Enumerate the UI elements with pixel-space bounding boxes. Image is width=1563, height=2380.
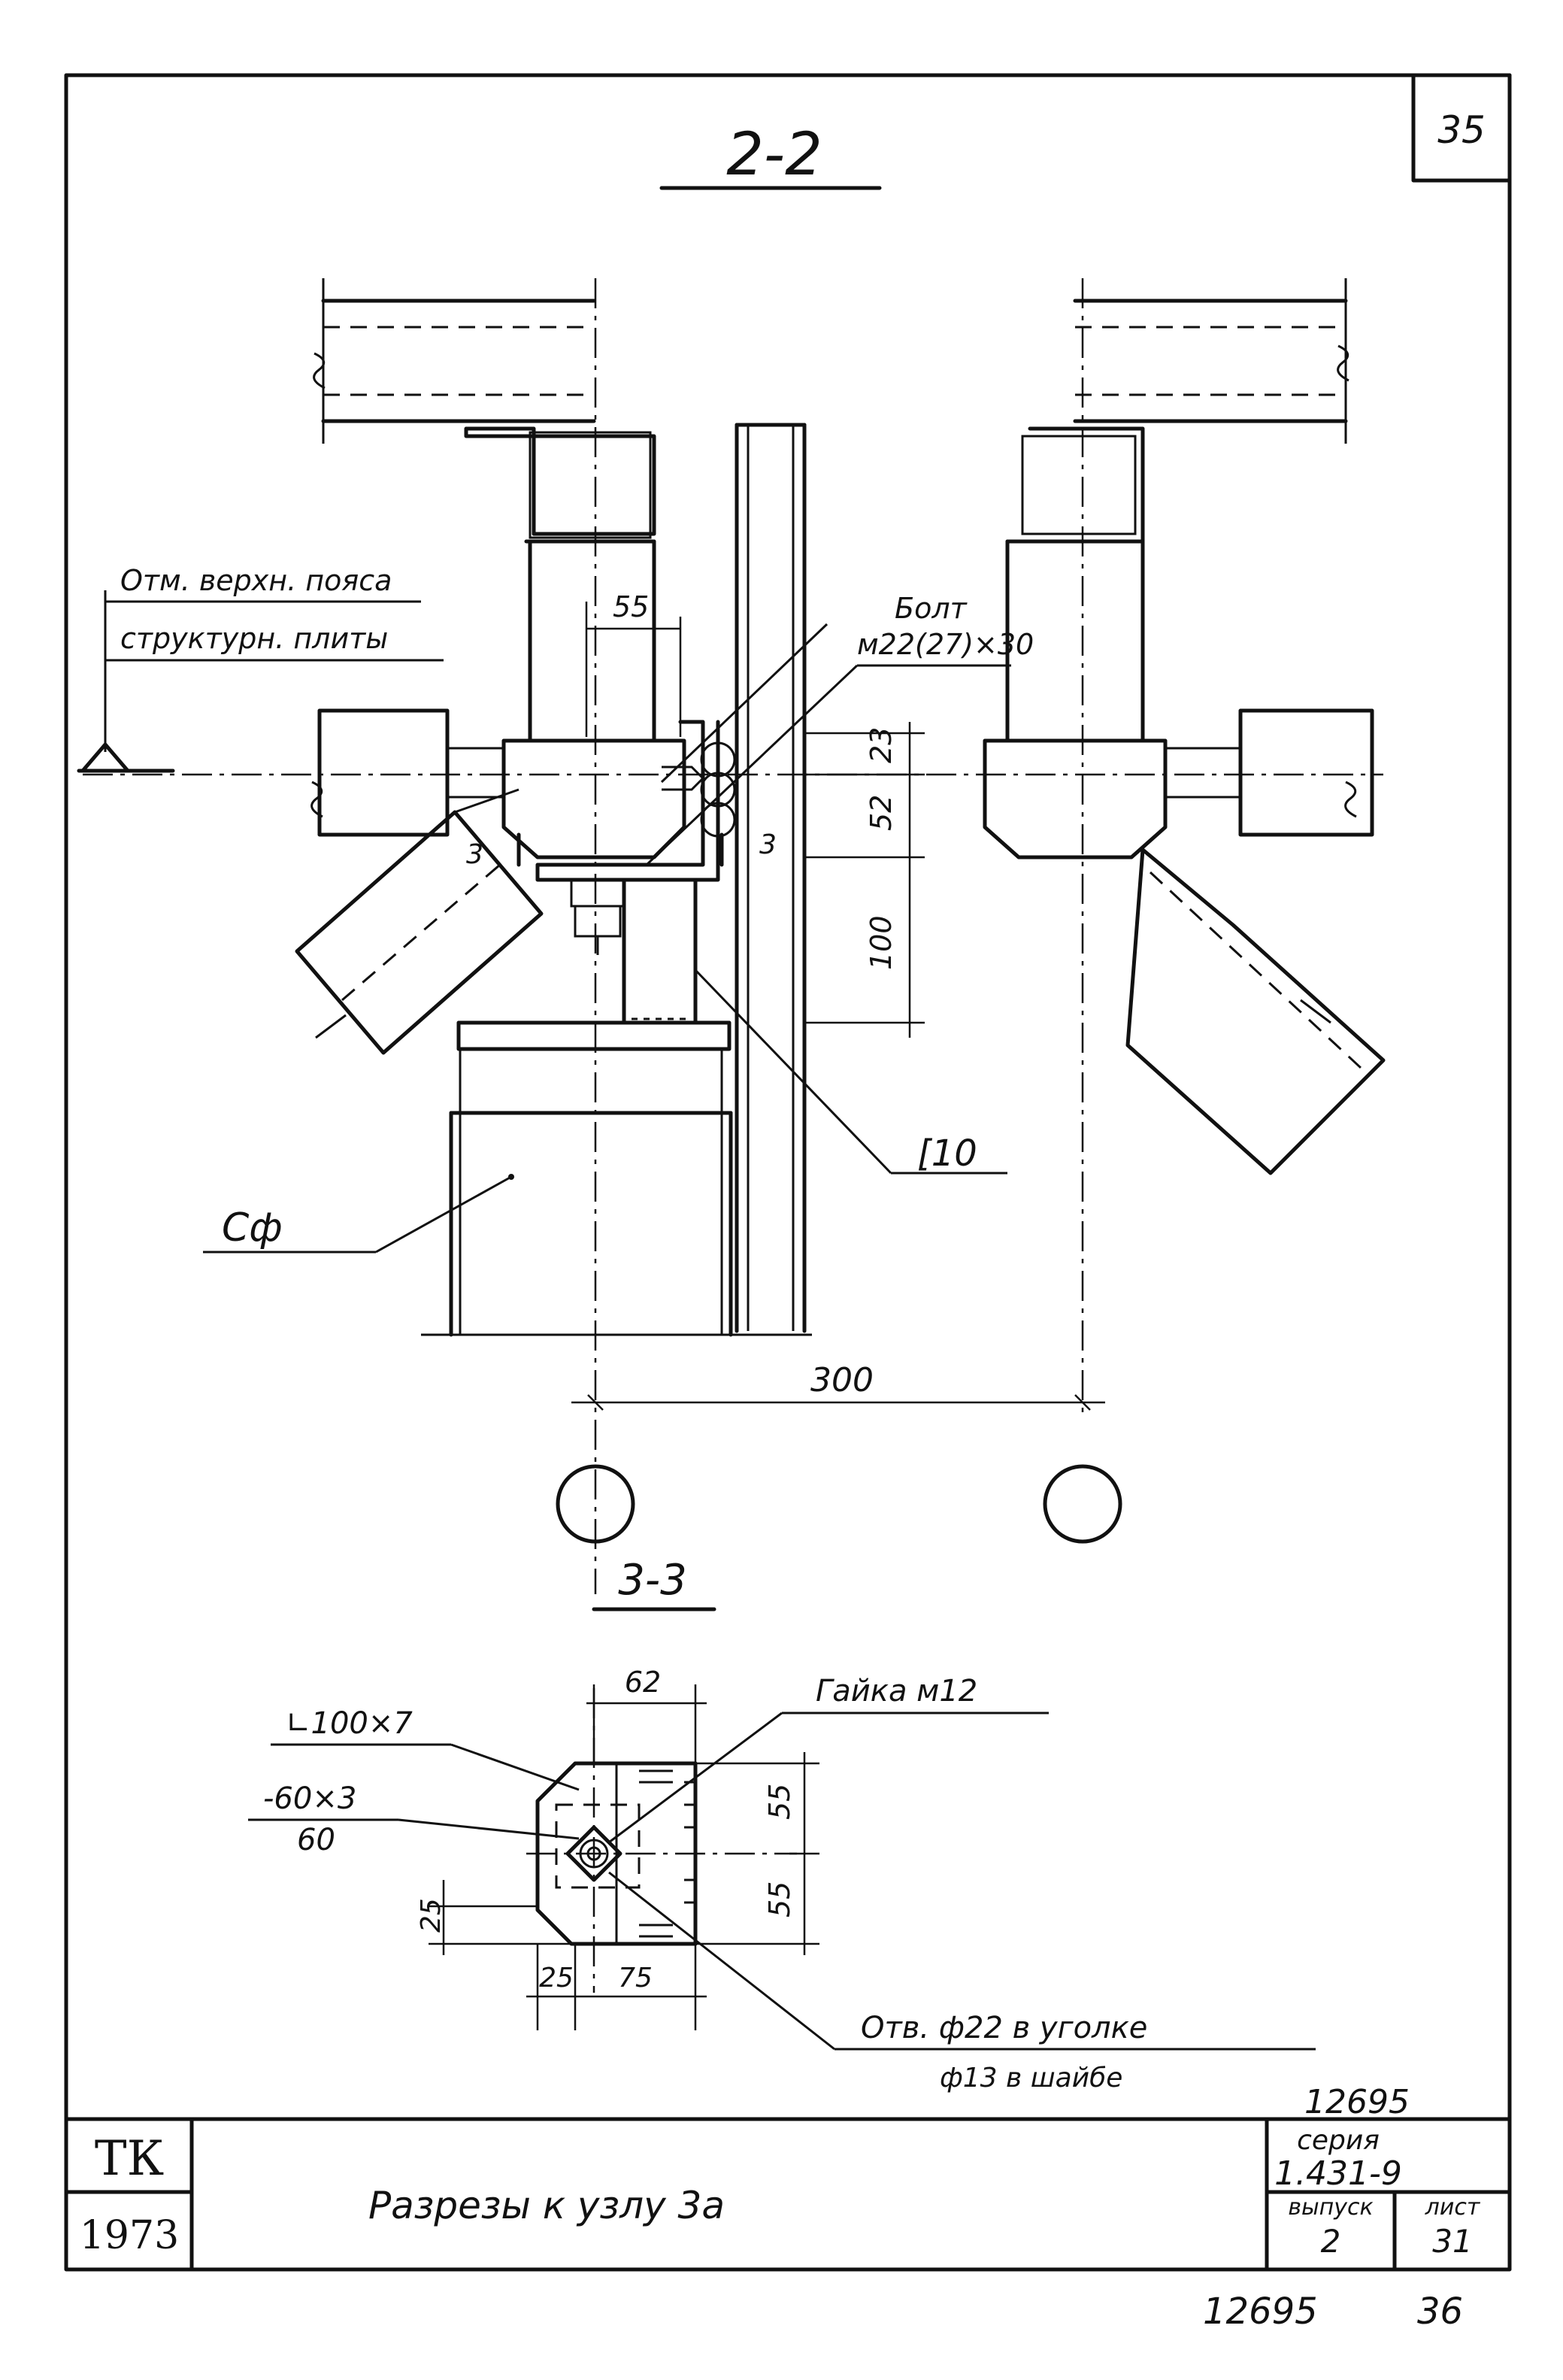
- dimension-62-label: 62: [625, 1666, 661, 1699]
- angle-label: ∟100×7: [286, 1706, 413, 1741]
- column-label: Сф: [222, 1205, 283, 1251]
- level-note: Отм. верхн. пояса структурн. плиты: [77, 564, 444, 773]
- dimension-25v-label: 25: [416, 1898, 447, 1933]
- section-mark-left: 3: [466, 832, 521, 870]
- corner-number: 35: [1437, 108, 1486, 152]
- plate-callout: -60×3 60: [248, 1781, 580, 1857]
- channel-label: [10: [917, 1132, 977, 1175]
- dimension-55-55: 55 55: [695, 1752, 819, 1955]
- issue-label: выпуск: [1288, 2194, 1373, 2221]
- dimension-chain-vertical: 23 52 100: [804, 722, 925, 1038]
- dimension-25-75: 25 75: [526, 1944, 707, 2030]
- right-channel-support: [1005, 426, 1145, 743]
- dimension-23-label: 23: [865, 727, 898, 763]
- dimension-300-label: 300: [810, 1361, 874, 1399]
- dimension-55b-label: 55: [763, 1881, 796, 1918]
- plate-label-2: 60: [297, 1823, 335, 1857]
- dimension-100-label: 100: [865, 915, 898, 970]
- series-label: серия: [1297, 2125, 1380, 2156]
- dimension-52-label: 52: [865, 795, 898, 831]
- section-mark-right: 3: [719, 829, 777, 867]
- connection-angle: [535, 720, 720, 955]
- channel-callout: [10: [694, 969, 1007, 1175]
- corner-number-box: 35: [1411, 73, 1512, 183]
- channel-c10: [622, 878, 698, 1025]
- bolt-callout: Болт м22(27)×30: [645, 592, 1034, 866]
- nut-label: Гайка м12: [816, 1674, 977, 1708]
- lower-column: [421, 1020, 812, 1337]
- section-2-2-title: 2-2: [726, 121, 822, 189]
- dimension-55: 55: [585, 590, 682, 737]
- nut-callout: Гайка м12: [608, 1674, 1049, 1844]
- drawing-title: Разрезы к узлу 3а: [368, 2184, 725, 2227]
- sheet-label: лист: [1425, 2194, 1481, 2221]
- left-channel-support: [464, 426, 656, 743]
- section-3-3-plate: [526, 1688, 797, 1993]
- right-upper-beam: [1073, 278, 1349, 444]
- dimension-75-label: 75: [618, 1963, 653, 1993]
- hole-label-line2: ф13 в шайбе: [940, 2063, 1122, 2093]
- org-code: ТК: [95, 2131, 164, 2187]
- year: 1973: [80, 2213, 179, 2258]
- hole-callout: Отв. ф22 в уголке ф13 в шайбе: [608, 1871, 1316, 2093]
- dimension-62: 62: [586, 1666, 707, 1763]
- stamp-number: 12695: [1304, 2083, 1410, 2121]
- issue-value: 2: [1321, 2223, 1341, 2260]
- axis-bubble-left: [556, 1464, 635, 1544]
- hole-label-line1: Отв. ф22 в уголке: [861, 2011, 1147, 2045]
- right-node-block: [983, 738, 1168, 860]
- dimension-55-label: 55: [613, 590, 649, 623]
- dimension-25-vertical: 25: [416, 1880, 571, 1955]
- section-mark-right-label: 3: [759, 829, 777, 860]
- vertical-post: [735, 423, 807, 1333]
- level-note-line2: структурн. плиты: [120, 622, 388, 655]
- bottom-number: 36: [1417, 2291, 1463, 2333]
- bolt-head: [662, 741, 736, 838]
- column-callout: Сф: [203, 1174, 514, 1254]
- dimension-55a-label: 55: [763, 1784, 796, 1820]
- section-3-3-title: 3-3: [618, 1556, 686, 1605]
- right-diagonal-brace: [1125, 847, 1386, 1175]
- section-mark-left-label: 3: [466, 839, 483, 870]
- right-chord: [1165, 708, 1374, 837]
- nut-m12: [565, 1825, 622, 1882]
- bottom-code: 12695: [1203, 2291, 1318, 2333]
- left-chord: [310, 708, 504, 837]
- series-value: 1.431-9: [1274, 2154, 1402, 2193]
- title-block: ТК 1973 Разрезы к узлу 3а серия 1.431-9 …: [64, 2117, 1512, 2272]
- dimension-300: 300: [571, 1361, 1105, 1411]
- sheet-frame: [64, 73, 1512, 2272]
- bolt-label-line2: м22(27)×30: [857, 628, 1034, 661]
- axis-bubble-right: [1043, 1464, 1122, 1544]
- bolt-label-line1: Болт: [895, 592, 968, 625]
- level-note-line1: Отм. верхн. пояса: [120, 564, 392, 597]
- angle-callout: ∟100×7: [271, 1706, 580, 1791]
- sheet-value: 31: [1432, 2223, 1472, 2260]
- left-node-block: [501, 738, 686, 860]
- plate-label: -60×3: [263, 1781, 356, 1816]
- left-diagonal-brace: [295, 788, 544, 1055]
- left-upper-beam: [313, 278, 596, 444]
- dimension-25h-label: 25: [539, 1963, 574, 1993]
